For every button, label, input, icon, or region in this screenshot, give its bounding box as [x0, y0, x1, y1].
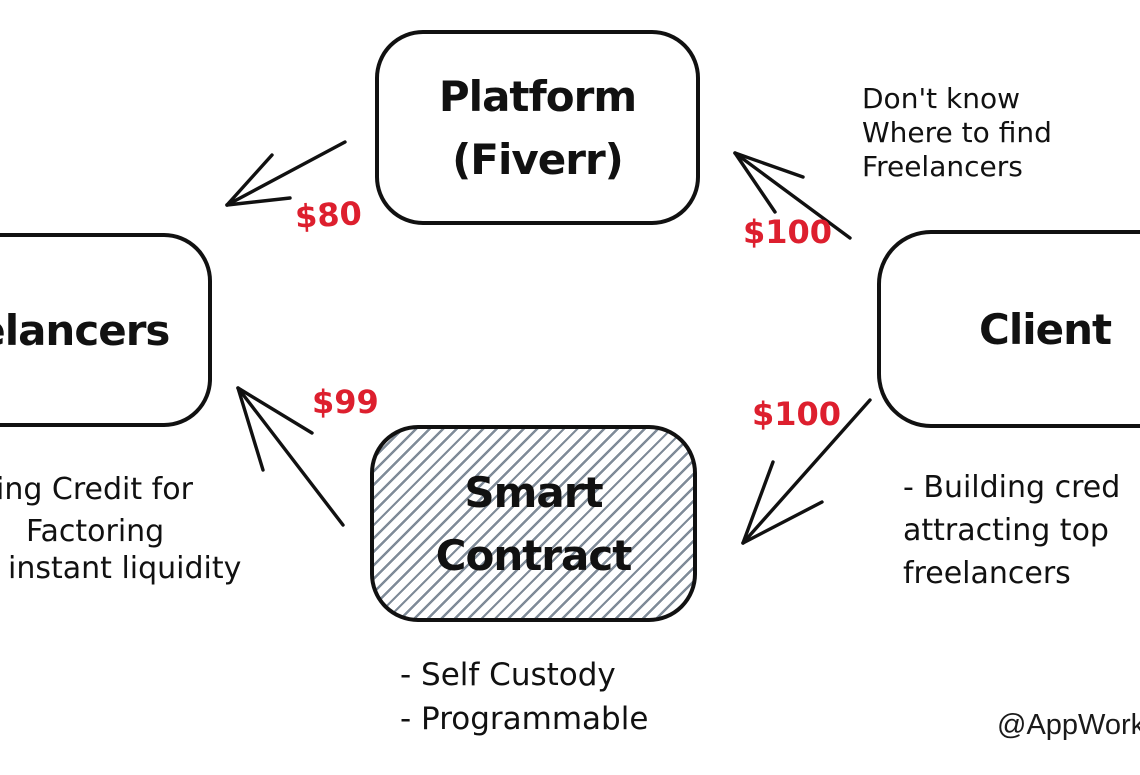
node-smart-contract: Smart Contract	[370, 425, 697, 622]
note-client-benefit: - Building cred attracting top freelance…	[903, 470, 1121, 591]
note-freelancer-benefit-line1: ing Credit for	[0, 472, 193, 507]
arrow-client-to-smartcontract	[741, 398, 872, 545]
arrow-client-to-platform	[733, 151, 852, 240]
note-smart-contract-features: - Self Custody - Programmable	[400, 657, 649, 737]
node-freelancers: Freelancers	[0, 233, 212, 427]
arrow-platform-to-freelancers	[225, 140, 347, 207]
edge-label-80: $80	[294, 194, 363, 236]
watermark: @AppWork	[997, 709, 1140, 741]
edge-label-100-top: $100	[743, 213, 833, 251]
note-client-problem: Don't know Where to find Freelancers	[862, 82, 1052, 183]
edge-label-99: $99	[312, 383, 379, 421]
note-freelancer-benefit-line3: instant liquidity	[8, 551, 242, 586]
node-client: Client	[877, 230, 1140, 428]
edge-label-100-bottom: $100	[752, 395, 842, 433]
arrow-smartcontract-to-freelancers	[236, 386, 345, 527]
note-freelancer-benefit-line2: Factoring	[26, 514, 165, 549]
node-platform: Platform (Fiverr)	[375, 30, 700, 225]
